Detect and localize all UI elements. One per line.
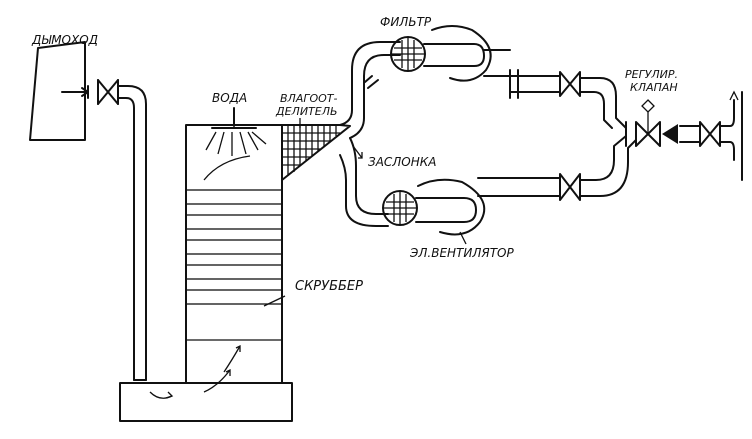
chimney	[29, 41, 89, 141]
moisture-separator	[281, 124, 351, 181]
scrubber-tower	[185, 124, 283, 384]
water-spray	[203, 107, 267, 181]
label-scrubber: СКРУББЕР	[295, 279, 363, 294]
label-damper: ЗАСЛОНКА	[368, 155, 437, 169]
regulating-valve	[625, 99, 678, 147]
scrubber-base	[119, 368, 293, 422]
lower-right-duct	[507, 135, 637, 201]
label-chimney: ДЫМОХОД	[31, 33, 98, 47]
upper-right-duct	[509, 69, 627, 129]
label-valve-1: РЕГУЛИР.	[625, 68, 678, 81]
chimney-valve	[87, 79, 119, 105]
label-fan: ЭЛ.ВЕНТИЛЯТОР	[409, 246, 514, 260]
label-separator-2: ДЕЛИТЕЛЬ	[275, 105, 338, 118]
label-filter: ФИЛЬТР	[380, 15, 432, 29]
lower-fan	[415, 177, 509, 236]
label-water: ВОДА	[212, 91, 247, 105]
scrubber-leader	[263, 295, 286, 307]
fan-leader	[459, 231, 467, 245]
lower-duct	[339, 137, 389, 227]
lower-filter	[382, 190, 418, 226]
upper-duct	[339, 41, 401, 139]
outlet-valve	[679, 90, 743, 181]
upper-fan	[423, 25, 511, 82]
upper-filter	[390, 36, 426, 72]
label-separator-1: ВЛАГООТ-	[280, 92, 338, 105]
inlet-pipe	[117, 85, 147, 381]
label-valve-2: КЛАПАН	[630, 81, 678, 94]
